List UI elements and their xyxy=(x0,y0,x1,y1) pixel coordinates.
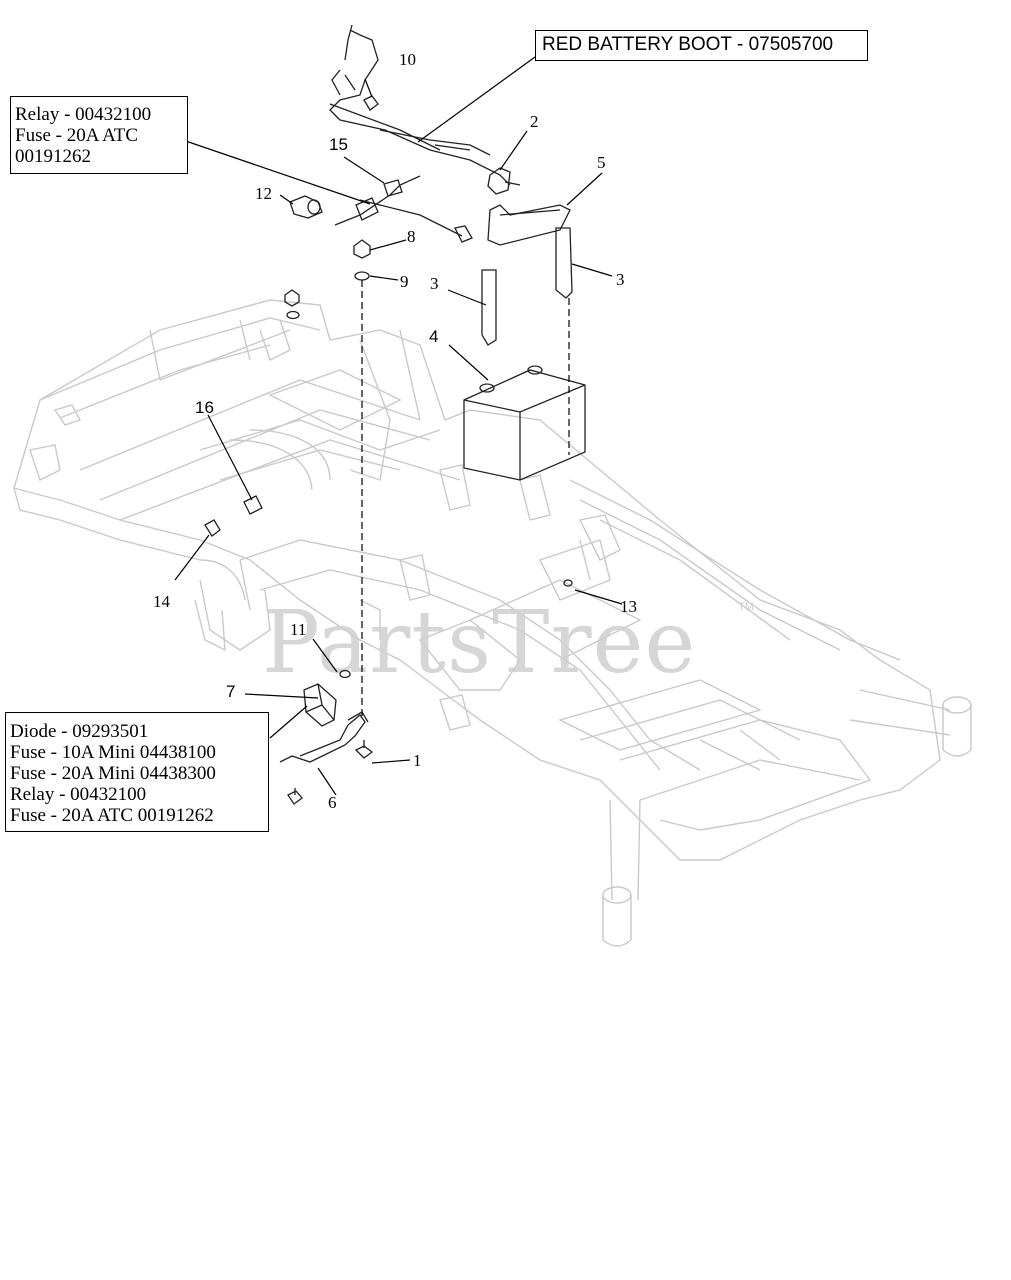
part-number-3-right: 3 xyxy=(616,270,625,289)
part-number-3-left: 3 xyxy=(430,274,439,293)
part-number-12: 12 xyxy=(255,184,272,203)
part-number-16: 16 xyxy=(195,398,214,417)
part-number-14: 14 xyxy=(153,592,171,611)
callout-relay-line: Relay - 00432100 xyxy=(15,104,152,125)
mower-frame xyxy=(13,299,972,947)
part-number-1: 1 xyxy=(413,751,422,770)
callout-diode-line: Fuse - 10A Mini 04438100 xyxy=(10,742,216,763)
assembly-lines xyxy=(361,280,570,720)
part-number-8: 8 xyxy=(407,227,416,246)
part-number-labels: 10 2 15 5 12 8 9 3 3 4 16 14 13 11 7 1 6 xyxy=(153,50,637,812)
callout-diode-fuse: Diode - 09293501 Fuse - 10A Mini 0443810… xyxy=(5,712,269,832)
part-number-9: 9 xyxy=(400,272,409,291)
watermark-text: PartsTree xyxy=(262,593,696,693)
callout-diode-line: Fuse - 20A ATC 00191262 xyxy=(10,805,214,826)
callout-red-battery-boot: RED BATTERY BOOT - 07505700 xyxy=(535,30,868,61)
callout-relay-fuse: Relay - 00432100 Fuse - 20A ATC 00191262 xyxy=(10,96,188,174)
part-number-13: 13 xyxy=(620,597,637,616)
part-number-7: 7 xyxy=(226,682,235,701)
part-number-6: 6 xyxy=(328,793,337,812)
callout-red-battery-boot-text: RED BATTERY BOOT - 07505700 xyxy=(542,34,834,55)
part-number-10: 10 xyxy=(399,50,416,69)
callout-diode-line: Fuse - 20A Mini 04438300 xyxy=(10,763,216,784)
part-number-4: 4 xyxy=(429,327,438,346)
part-number-2: 2 xyxy=(530,112,539,131)
callout-relay-line: 00191262 xyxy=(15,146,91,167)
callout-relay-line: Fuse - 20A ATC xyxy=(15,125,138,146)
callout-diode-line: Relay - 00432100 xyxy=(10,784,147,805)
leader-lines xyxy=(173,56,623,796)
part-number-11: 11 xyxy=(290,620,306,639)
watermark-tm: TM xyxy=(738,601,754,613)
callout-diode-line: Diode - 09293501 xyxy=(10,721,149,742)
part-number-5: 5 xyxy=(597,153,606,172)
part-number-15: 15 xyxy=(329,135,348,154)
